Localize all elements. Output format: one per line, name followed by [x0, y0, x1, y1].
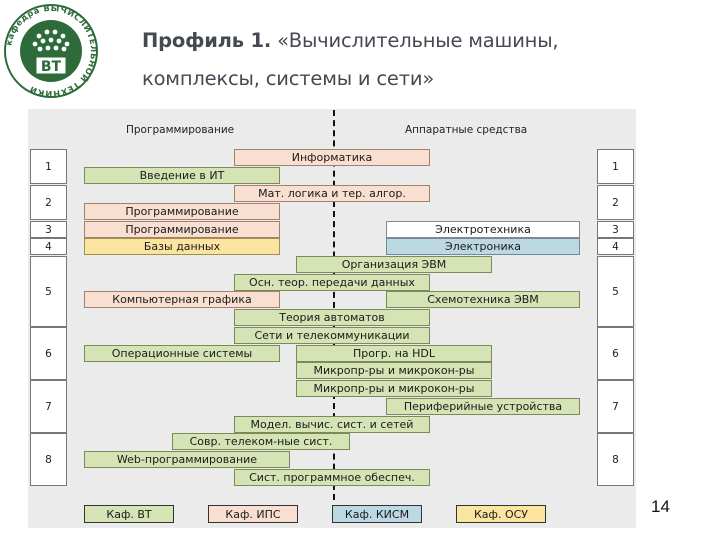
course-informatics: Информатика — [234, 149, 430, 166]
semester-right-6: 6 — [597, 327, 634, 380]
semester-left-7: 7 — [30, 380, 67, 433]
legend-dept-osu: Каф. ОСУ — [456, 505, 546, 523]
title-line-2: комплексы, системы и сети» — [142, 67, 435, 90]
title-prefix: Профиль 1. — [142, 29, 272, 52]
course-math-logic: Мат. логика и тер. алгор. — [234, 185, 430, 202]
course-programming-2: Программирование — [84, 221, 280, 238]
slide-title: Профиль 1. «Вычислительные машины, компл… — [142, 22, 712, 98]
semester-left-3: 3 — [30, 221, 67, 238]
semester-right-4: 4 — [597, 238, 634, 255]
legend-dept-kism: Каф. КИСМ — [332, 505, 422, 523]
course-peripheral-devices: Периферийные устройства — [386, 398, 580, 415]
semester-left-6: 6 — [30, 327, 67, 380]
semester-left-1: 1 — [30, 149, 67, 184]
legend-dept-ips: Каф. ИПС — [208, 505, 298, 523]
course-computer-organization: Организация ЭВМ — [296, 256, 492, 273]
course-system-modeling: Модел. вычис. сист. и сетей — [234, 416, 430, 433]
course-intro-it: Введение в ИТ — [84, 167, 280, 184]
column-header-hardware: Аппаратные средства — [405, 124, 528, 136]
title-line-1: «Вычислительные машины, — [271, 29, 559, 52]
semester-left-8: 8 — [30, 433, 67, 486]
semester-left-5: 5 — [30, 256, 67, 327]
course-web-programming: Web-программирование — [84, 451, 290, 468]
department-logo: ВТ кафедра ВЫЧИСЛИТЕЛЬНОЙ ТЕХНИКИ — [2, 2, 100, 100]
course-computer-circuitry: Схемотехника ЭВМ — [386, 291, 580, 308]
semester-right-7: 7 — [597, 380, 634, 433]
course-electronics: Электроника — [386, 238, 580, 255]
course-system-software: Сист. программное обеспеч. — [234, 469, 430, 486]
course-electrical-engineering: Электротехника — [386, 221, 580, 238]
course-programming-1: Программирование — [84, 203, 280, 220]
semester-left-4: 4 — [30, 238, 67, 255]
page-number: 14 — [651, 497, 670, 516]
course-modern-telecom: Совр. телеком-ные сист. — [172, 433, 350, 450]
legend-dept-vt: Каф. ВТ — [84, 505, 174, 523]
course-automata-theory: Теория автоматов — [234, 309, 430, 326]
course-databases: Базы данных — [84, 238, 280, 255]
course-microprocessors-1: Микропр-ры и микрокон-ры — [296, 362, 492, 379]
course-data-transmission: Осн. теор. передачи данных — [234, 274, 430, 291]
column-header-programming: Программирование — [126, 124, 235, 136]
center-dashed-axis — [333, 110, 335, 500]
semester-right-3: 3 — [597, 221, 634, 238]
semester-left-2: 2 — [30, 185, 67, 220]
course-networks: Сети и телекоммуникации — [234, 327, 430, 344]
course-computer-graphics: Компьютерная графика — [84, 291, 280, 308]
semester-right-2: 2 — [597, 185, 634, 220]
logo-initials: ВТ — [41, 59, 62, 75]
semester-right-1: 1 — [597, 149, 634, 184]
course-hdl-programming: Прогр. на HDL — [296, 345, 492, 362]
course-operating-systems: Операционные системы — [84, 345, 280, 362]
course-microprocessors-2: Микропр-ры и микрокон-ры — [296, 380, 492, 397]
semester-right-5: 5 — [597, 256, 634, 327]
semester-right-8: 8 — [597, 433, 634, 486]
